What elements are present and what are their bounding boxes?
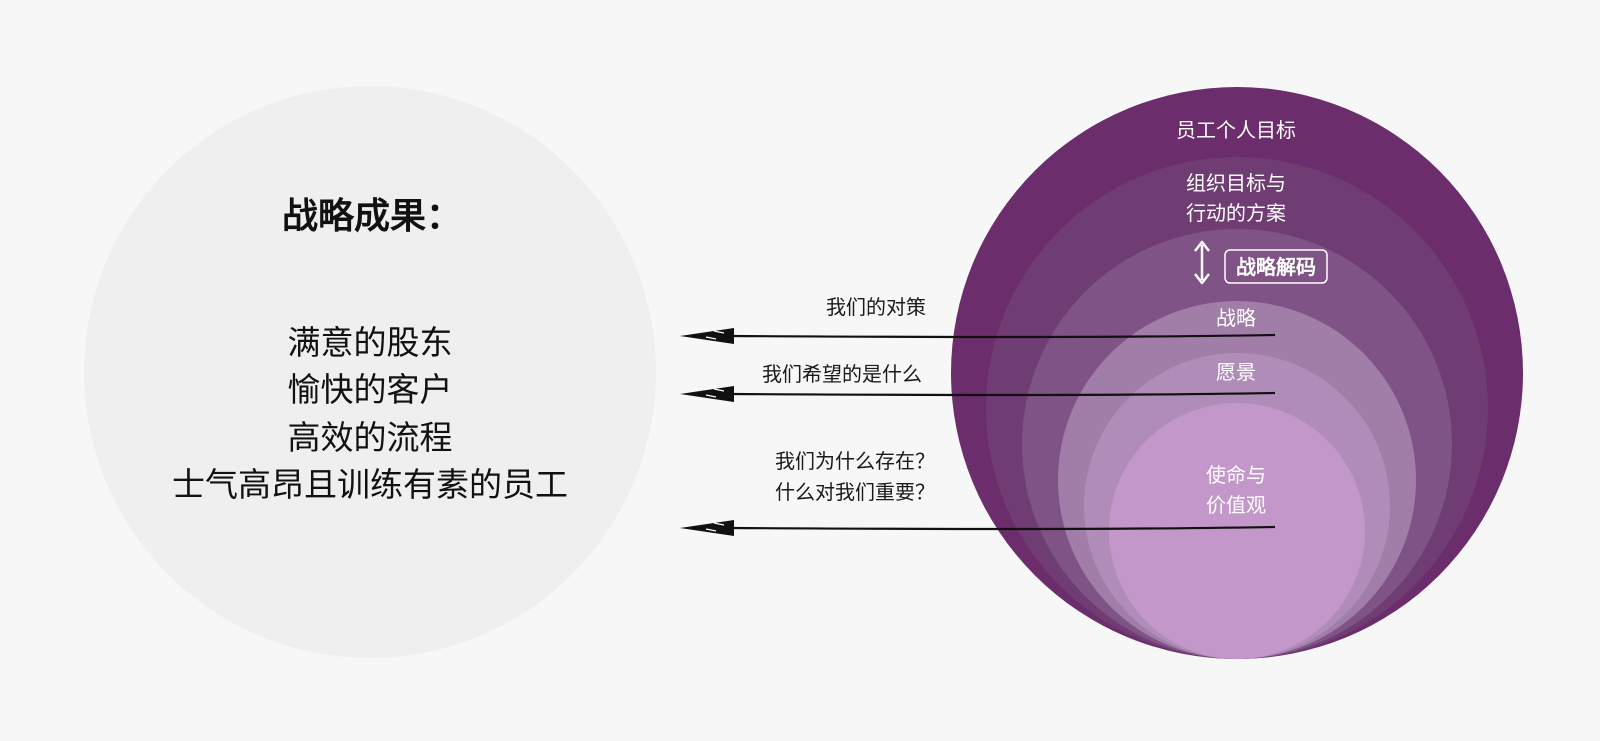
label-strategy: 战略: [1216, 306, 1256, 330]
label-mission-line1: 使命与: [1206, 463, 1266, 487]
decode-label: 战略解码: [1236, 255, 1316, 279]
outcome-employees: 士气高昂且训练有素的员工: [172, 465, 568, 504]
arrow-label-mission-line1: 我们为什么存在？: [775, 449, 935, 473]
outcomes-title: 战略成果：: [282, 196, 462, 237]
double-arrow-icon: [1194, 240, 1210, 285]
decode-badge: [1224, 249, 1328, 284]
outcomes-circle: [84, 86, 656, 658]
label-org-goals-line2: 行动的方案: [1186, 201, 1286, 225]
ring-mission: [1109, 403, 1365, 659]
label-vision: 愿景: [1216, 360, 1256, 384]
arrow-mission: [680, 520, 1276, 536]
arrow-label-strategy: 我们的对策: [826, 295, 926, 319]
arrow-vision: [680, 386, 1276, 402]
label-org-goals-line1: 组织目标与: [1186, 171, 1286, 195]
outcome-processes: 高效的流程: [288, 418, 453, 457]
arrow-strategy: [680, 328, 1276, 344]
outcome-shareholders: 满意的股东: [288, 323, 453, 362]
outcome-customers: 愉快的客户: [288, 370, 453, 409]
arrow-label-vision: 我们希望的是什么: [762, 362, 922, 386]
label-employee-goals: 员工个人目标: [1176, 118, 1296, 142]
arrow-label-mission-line2: 什么对我们重要？: [775, 480, 935, 504]
label-mission-line2: 价值观: [1206, 493, 1266, 517]
